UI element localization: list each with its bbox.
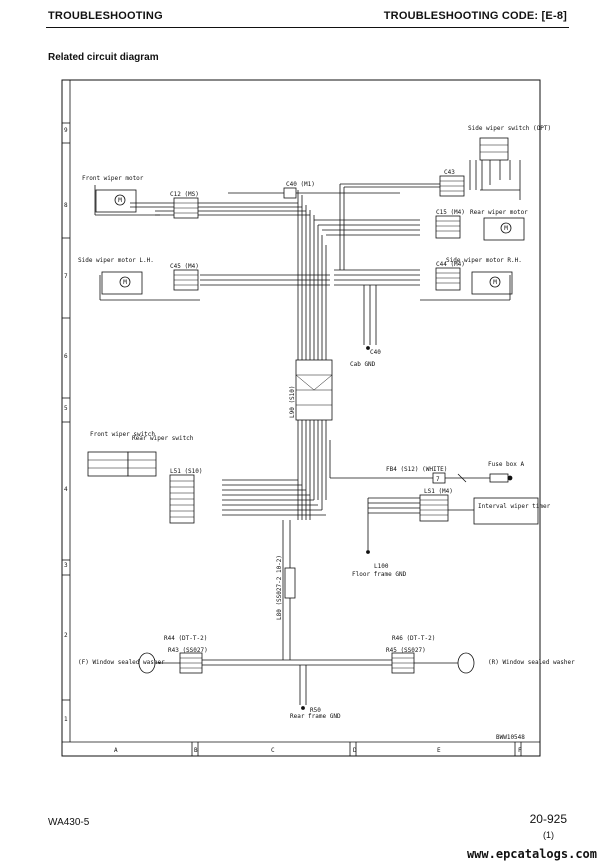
connector-c40 xyxy=(283,187,297,199)
column-label: C xyxy=(271,747,275,754)
side-wiper-rh-motor-symbol xyxy=(489,276,501,288)
section-title: TROUBLESHOOTING xyxy=(48,10,163,22)
row-label: 7 xyxy=(64,273,68,280)
col-ticks xyxy=(191,742,522,756)
fuse-pin-label: 7 xyxy=(436,476,440,483)
diagram-subtitle: Related circuit diagram xyxy=(48,52,159,63)
revision: (1) xyxy=(543,830,554,840)
column-label: F xyxy=(518,747,522,754)
row-labels: 9 8 7 6 5 4 3 2 1 xyxy=(64,127,68,723)
ground-symbols xyxy=(301,346,370,710)
interval-timer-label: Interval wiper timer xyxy=(478,503,551,510)
rear-gnd-label: Rear frame GND xyxy=(290,713,341,720)
row-label: 2 xyxy=(64,632,68,639)
connector-ls1 xyxy=(419,494,449,522)
header-rule xyxy=(46,27,569,28)
front-washer-label: (F) Window sealed washer xyxy=(78,659,165,666)
front-wiper-switch-label: Front wiper switch xyxy=(90,431,155,438)
row-ticks xyxy=(62,122,70,701)
l80-label: L80 (SS027-2 10-2) xyxy=(276,555,283,620)
front-wiper-motor-symbol xyxy=(114,194,126,206)
connector-c15 xyxy=(435,215,461,239)
row-label: 4 xyxy=(64,486,68,493)
rear-wiper-motor-symbol xyxy=(500,222,512,234)
r43-label: R43 (SS027) xyxy=(168,647,208,654)
row-label: 3 xyxy=(64,562,68,569)
r50-label: R50 xyxy=(310,707,321,714)
c45-label: C45 (M4) xyxy=(170,263,199,270)
r46-label: R46 (DT-T-2) xyxy=(392,635,435,642)
switch-body-rear xyxy=(127,451,157,477)
r44-label: R44 (DT-T-2) xyxy=(164,635,207,642)
washer-pumps xyxy=(138,652,475,674)
column-labels: A B C D E F xyxy=(114,747,522,754)
svg-text:M: M xyxy=(118,197,122,204)
column-label: B xyxy=(194,747,198,754)
watermark: www.epcatalogs.com xyxy=(466,847,597,861)
rear-washer-label: (R) Window sealed washer xyxy=(488,659,575,666)
fuse-box-label: Fuse box A xyxy=(488,461,525,468)
connector-l80 xyxy=(284,567,296,599)
c44-label: C44 (M4) xyxy=(436,261,465,268)
harness-wiring xyxy=(94,160,521,705)
c12-label: C12 (MS) xyxy=(170,191,199,198)
cab-gnd-label: Cab GND xyxy=(350,361,376,368)
fb4-label: FB4 (S12) (WHITE) xyxy=(386,466,447,473)
troubleshooting-code: TROUBLESHOOTING CODE: [E-8] xyxy=(383,10,567,22)
fuse-box-symbol xyxy=(445,473,513,483)
side-wiper-switch-label: Side wiper switch (OPT) xyxy=(468,125,551,132)
interval-timer-box xyxy=(473,497,539,525)
column-label: E xyxy=(437,747,441,754)
side-wiper-lh-label: Side wiper motor L.H. xyxy=(78,257,154,264)
diagram-frame xyxy=(61,79,541,757)
motors xyxy=(95,189,525,295)
row-label: 1 xyxy=(64,716,68,723)
svg-text:M: M xyxy=(123,279,127,286)
c43-label: C43 xyxy=(444,169,455,176)
c40-label: C40 (M1) xyxy=(286,181,315,188)
svg-text:M: M xyxy=(504,225,508,232)
page-number: 20-925 xyxy=(529,812,567,826)
side-wiper-rh-label: Side wiper motor R.H. xyxy=(446,257,522,264)
floor-gnd-label: Floor frame GND xyxy=(352,571,407,578)
r45-label: R45 (SS027) xyxy=(386,647,426,654)
column-label: D xyxy=(353,747,357,754)
svg-text:M: M xyxy=(493,279,497,286)
c40-gnd-label: C40 xyxy=(370,349,381,356)
side-wiper-lh-motor-symbol xyxy=(119,276,131,288)
rear-washer-symbol xyxy=(457,652,475,674)
drawing-number: BWW10548 xyxy=(496,734,525,741)
column-label: A xyxy=(114,747,118,754)
l51-label: L51 (S10) xyxy=(170,468,203,475)
row-label: 6 xyxy=(64,353,68,360)
row-label: 8 xyxy=(64,202,68,209)
row-label: 9 xyxy=(64,127,68,134)
model-number: WA430-5 xyxy=(48,817,90,828)
rear-wiper-switch-label: Rear wiper switch xyxy=(132,435,194,442)
switch-body-side xyxy=(479,137,509,161)
l100-label: L100 xyxy=(374,563,389,570)
row-label: 5 xyxy=(64,405,68,412)
switch-body-front xyxy=(87,451,129,477)
front-wiper-motor-label: Front wiper motor xyxy=(82,175,144,182)
l90-label: L90 (S10) xyxy=(289,385,296,418)
c15-label: C15 (M4) xyxy=(436,209,465,216)
rear-wiper-motor-label: Rear wiper motor xyxy=(470,209,528,216)
ls1-label: LS1 (M4) xyxy=(424,488,453,495)
connector-c44 xyxy=(435,267,461,291)
